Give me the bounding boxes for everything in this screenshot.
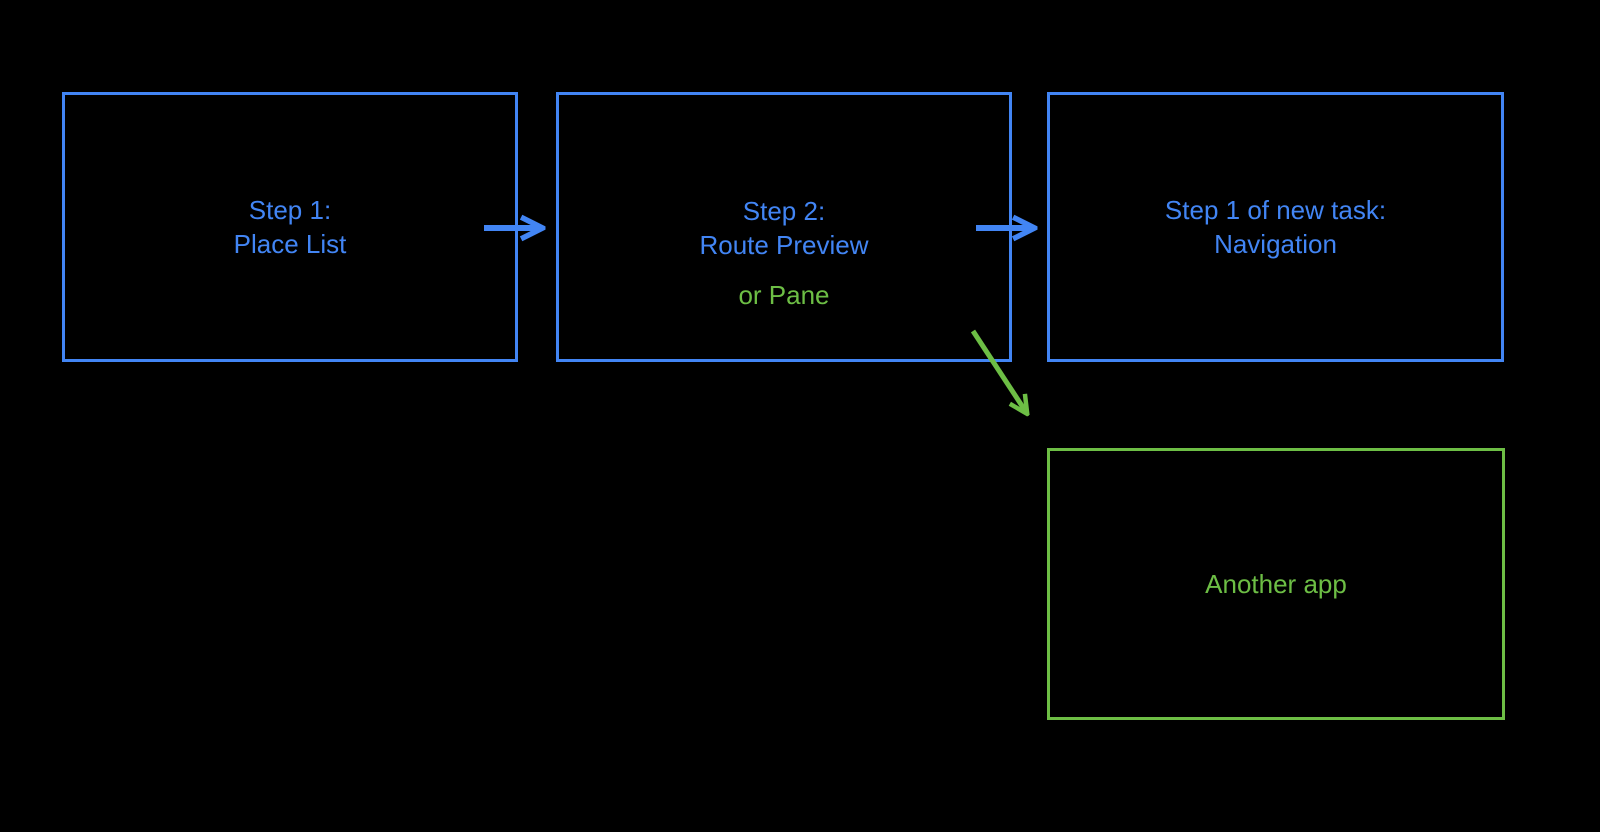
- step1-line2: Place List: [233, 229, 347, 259]
- flow-box-new-task-navigation: Step 1 of new task: Navigation: [1047, 92, 1504, 362]
- flow-box-step1-place-list: Step 1: Place List: [62, 92, 518, 362]
- step2-line2: Route Preview: [699, 230, 869, 260]
- flow-box-another-app: Another app: [1047, 448, 1505, 720]
- step2-line1: Step 2:: [742, 196, 826, 226]
- new-task-line1: Step 1 of new task:: [1164, 195, 1387, 225]
- another-app-label: Another app: [1205, 569, 1347, 599]
- flow-box-step2-route-preview: Step 2: Route Preview or Pane: [556, 92, 1012, 362]
- step1-line1: Step 1:: [248, 195, 332, 225]
- step2-or-pane-note: or Pane: [738, 280, 830, 310]
- new-task-line2: Navigation: [1214, 229, 1337, 259]
